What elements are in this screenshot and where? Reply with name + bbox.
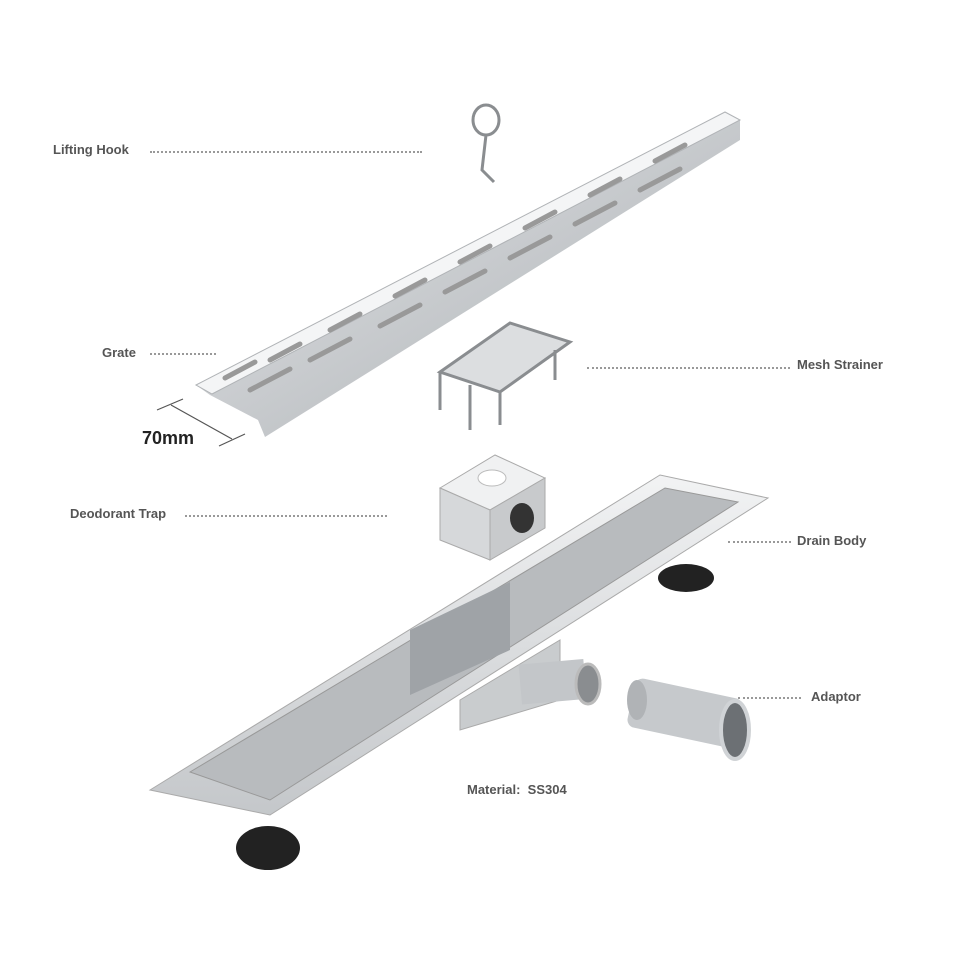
leader-mesh-strainer (587, 367, 790, 369)
label-material: Material: SS304 (467, 782, 567, 797)
mesh-strainer (436, 321, 574, 430)
label-width-70mm: 70mm (142, 428, 195, 448)
lifting-hook (471, 103, 501, 184)
leader-adaptor (738, 697, 801, 699)
label-adaptor: Adaptor (811, 689, 861, 704)
label-grate: Grate (102, 345, 136, 360)
label-mesh-strainer: Mesh Strainer (797, 357, 883, 372)
grate (194, 111, 742, 437)
adaptor (627, 678, 751, 761)
drain-body (148, 474, 770, 870)
leader-deodorant-trap (185, 515, 387, 517)
width-dimension-line (156, 398, 246, 447)
leader-drain-body (728, 541, 791, 543)
leveling-foot-right (658, 564, 714, 592)
leveling-foot-left (236, 826, 300, 870)
label-lifting-hook: Lifting Hook (53, 142, 129, 157)
leader-grate (150, 353, 216, 355)
deodorant-trap (438, 454, 547, 561)
leader-lifting-hook (150, 151, 422, 153)
label-deodorant-trap: Deodorant Trap (70, 506, 167, 521)
label-drain-body: Drain Body (797, 533, 867, 548)
